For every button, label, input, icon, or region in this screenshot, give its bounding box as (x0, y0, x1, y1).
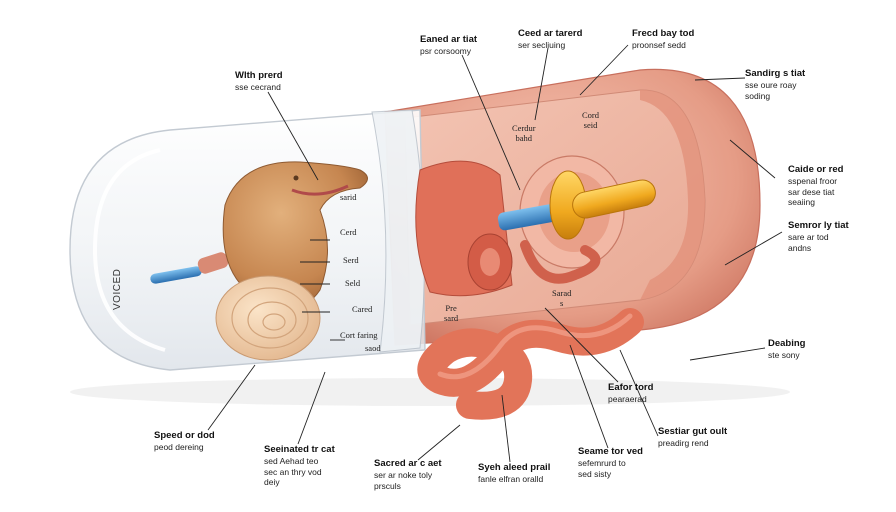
external-intestine (417, 308, 644, 420)
leader-lines (207, 44, 783, 463)
callout-sub: peod dereing (154, 441, 204, 452)
valve-blue-stem (497, 203, 561, 231)
callout-title: Frecd bay tod (632, 28, 695, 39)
inner-label-cerd: Cerd (340, 227, 357, 237)
callout-right-3: Semror ly tiat sare ar tod andns (788, 220, 849, 253)
inner-label-sarad-s: Sarad s (552, 288, 572, 309)
inner-label-cerdur-bahd: Cerdur bahd (512, 123, 536, 144)
callout-bottom-left-2: Seeinated tr cat sed Aehad teo sec an th… (264, 444, 335, 488)
callout-title: Seame tor ved (578, 446, 643, 457)
internal-coil (520, 240, 601, 284)
callout-title: Sestiar gut oult (658, 426, 728, 437)
callout-title: Seeinated tr cat (264, 444, 335, 455)
callout-sub: psr corsoomy (420, 45, 472, 56)
callout-title: Caide or red (788, 164, 844, 175)
callout-top-center-left: Eaned ar tiat psr corsoomy (420, 34, 477, 57)
callout-bottom-right-2: Sestiar gut oult preadirg rend (658, 426, 727, 449)
inner-label-pre-sard: Pre sard (444, 303, 459, 324)
callout-sub: fanle elfran oralld (478, 473, 544, 484)
callout-top-center: Ceed ar tarerd ser secliuing (518, 28, 582, 51)
callout-sub: ser ar noke toly prsculs (374, 469, 433, 491)
coil-ring-3 (262, 313, 286, 331)
muscle-block-core (480, 248, 500, 276)
inner-label-sarid: sarid (340, 192, 357, 202)
inner-label-serd: Serd (343, 255, 359, 265)
callout-title: Wlth prerd (235, 70, 283, 81)
callout-bottom-center: Syeh aleed prail fanle elfran oralld (478, 462, 550, 485)
valve-gold-rod (572, 179, 656, 219)
callout-bottom-center-right: Seame tor ved sefemrurd to sed sisty (578, 446, 643, 479)
blue-tube-left (150, 266, 202, 284)
callout-sub: sse oure roay soding (745, 79, 797, 101)
callout-bottom-left-1: Speed or dod peod dereing (154, 430, 215, 453)
capsule-clear-highlight (92, 148, 166, 352)
callout-sub: sspenal froor sar dese tiat seaiing (788, 175, 838, 208)
callout-title: Eafor tord (608, 382, 654, 393)
callout-title: Sandirg s tiat (745, 68, 806, 79)
callout-bottom-center-left: Sacred ar c aet ser ar noke toly prsculs (374, 458, 442, 491)
callout-right-1: Sandirg s tiat sse oure roay soding (745, 68, 805, 101)
external-intestine-highlight (437, 313, 633, 380)
callout-right-2: Caide or red sspenal froor sar dese tiat… (788, 164, 843, 208)
inner-label-seld: Seld (345, 278, 361, 288)
stomach-mouth (291, 184, 349, 196)
callout-title: Eaned ar tiat (420, 34, 478, 45)
callout-sub: pearaerad (608, 393, 647, 404)
callout-right-4: Deabing ste sony (768, 338, 805, 361)
capsule-shadow (70, 378, 790, 406)
callout-sub: sare ar tod andns (788, 231, 829, 253)
callout-top-left: Wlth prerd sse cecrand (235, 70, 283, 93)
callout-sub: sefemrurd to sed sisty (578, 457, 626, 479)
callout-sub: sed Aehad teo sec an thry vod deiy (264, 455, 322, 488)
callout-title: Deabing (768, 338, 806, 349)
callout-title: Syeh aleed prail (478, 462, 551, 473)
inner-label-cord-seid: Cord seid (582, 110, 599, 131)
callout-sub: sse cecrand (235, 81, 281, 92)
callout-title: Speed or dod (154, 430, 215, 441)
callout-sub: proonsef sedd (632, 39, 686, 50)
callout-title: Sacred ar c aet (374, 458, 442, 469)
cavity-shade (640, 89, 705, 301)
callout-title: Semror ly tiat (788, 220, 849, 231)
callout-sub: preadirg rend (658, 437, 709, 448)
coil-ring-2 (247, 301, 297, 339)
callout-sub: ste sony (768, 349, 800, 360)
inner-label-saod: saod (365, 343, 381, 353)
callout-sub: ser secliuing (518, 39, 566, 50)
callout-title: Ceed ar tarerd (518, 28, 583, 39)
callout-top-center-right: Frecd bay tod proonsef sedd (632, 28, 694, 51)
capsule-side-text: VOICED (112, 268, 123, 310)
coil-ring-1 (231, 287, 309, 349)
inner-label-cort-faring: Cort faring (340, 330, 378, 340)
tube-cap-left (197, 252, 229, 274)
callout-bottom-right-1: Eafor tord pearaerad (608, 382, 653, 405)
stomach-eye (293, 175, 299, 181)
inner-label-cared: Cared (352, 304, 373, 314)
